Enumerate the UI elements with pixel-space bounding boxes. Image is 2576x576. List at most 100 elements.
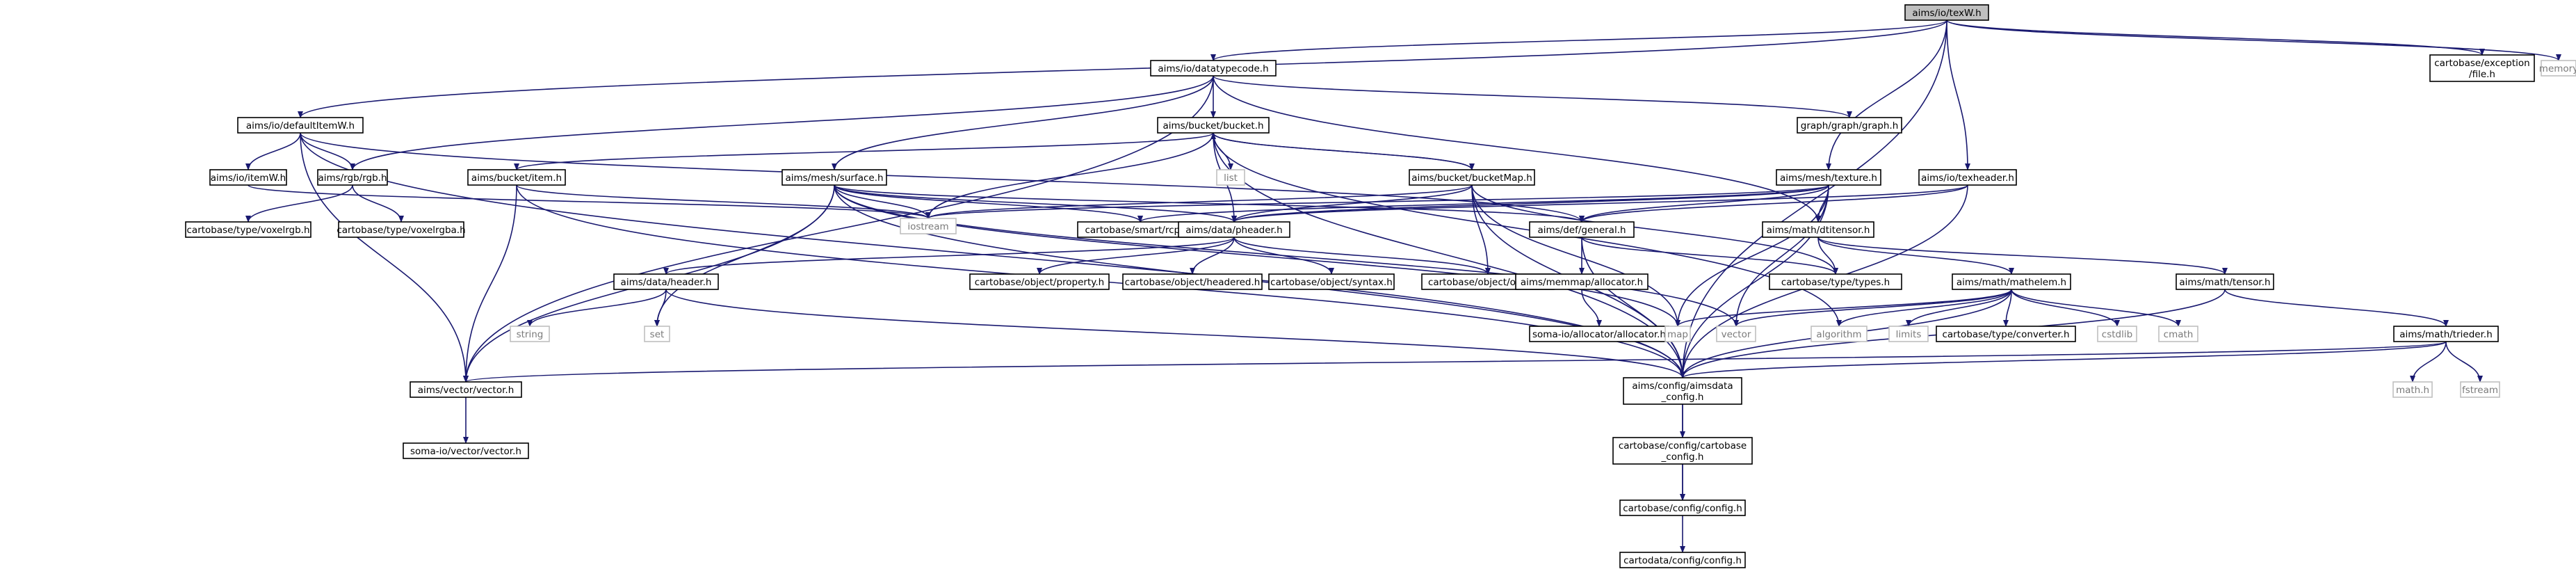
edge-surface-to-general (834, 184, 1585, 223)
node-box (1619, 552, 1746, 568)
edge-texture-to-general (1579, 184, 1829, 223)
node-string: string (510, 326, 550, 342)
node-cmath: cmath (2158, 326, 2198, 342)
node-box (209, 169, 287, 186)
edge-surface-to-set (654, 184, 835, 327)
node-rgb[interactable]: aims/rgb/rgb.h (317, 169, 388, 186)
node-label: graph/graph/graph.h (1801, 120, 1899, 131)
node-dtitensor[interactable]: aims/math/dtitensor.h (1762, 221, 1874, 238)
edge-datatypecode-to-surface (832, 75, 1214, 170)
edge-texW-to-aimsdata_config (1680, 19, 1947, 378)
edge-trieder-to-fstream (2445, 341, 2483, 383)
node-defaultItemW[interactable]: aims/io/defaultItemW.h (237, 117, 364, 134)
edge-mathelem-to-map (1675, 289, 2012, 327)
edge-item-to-aimsvector (463, 184, 517, 383)
node-cartodata_config[interactable]: cartodata/config/config.h (1619, 552, 1746, 568)
node-vector: vector (1716, 326, 1756, 342)
node-headered[interactable]: cartobase/object/headered.h (1122, 273, 1263, 290)
node-mathelem[interactable]: aims/math/mathelem.h (1952, 273, 2071, 290)
node-fileexc[interactable]: cartobase/exception/file.h (2429, 54, 2535, 82)
node-somaalloc[interactable]: soma-io/allocator/allocator.h (1529, 326, 1669, 342)
node-box (1918, 169, 2017, 186)
node-box (1952, 273, 2071, 290)
node-box (1612, 437, 1753, 465)
node-item[interactable]: aims/bucket/item.h (467, 169, 566, 186)
node-texheader[interactable]: aims/io/texheader.h (1918, 169, 2017, 186)
node-label: cartobase/config/config.h (1623, 503, 1742, 514)
node-general[interactable]: aims/def/general.h (1529, 221, 1635, 238)
node-box (1529, 221, 1635, 238)
node-cstdlib: cstdlib (2097, 326, 2137, 342)
node-box (338, 221, 464, 238)
node-box (2097, 326, 2137, 342)
node-converter[interactable]: cartobase/type/converter.h (1936, 326, 2076, 342)
node-box (317, 169, 388, 186)
edge-bucketMap-to-bucket (1210, 132, 1473, 170)
node-box (1762, 221, 1874, 238)
node-pheader[interactable]: aims/data/pheader.h (1178, 221, 1290, 238)
node-label: cartobase/object/syntax.h (1270, 277, 1393, 288)
node-label: aims/math/mathelem.h (1957, 277, 2066, 288)
edge-surface-to-iostream (834, 184, 931, 219)
node-label: /file.h (2469, 69, 2495, 80)
node-trieder[interactable]: aims/math/trieder.h (2393, 326, 2499, 342)
node-texW[interactable]: aims/io/texW.h (1904, 4, 1989, 21)
node-voxelrgb[interactable]: cartobase/type/voxelrgb.h (185, 221, 311, 238)
node-label: fstream (2462, 385, 2498, 396)
node-bucketMap[interactable]: aims/bucket/bucketMap.h (1409, 169, 1535, 186)
edge-datatypecode-to-aimsvector (463, 75, 1214, 383)
node-rcptr[interactable]: cartobase/smart/rcptr.h (1077, 221, 1204, 238)
node-texture[interactable]: aims/mesh/texture.h (1776, 169, 1881, 186)
node-somavector[interactable]: soma-io/vector/vector.h (403, 442, 529, 459)
edge-datatypecode-to-rgb (350, 75, 1214, 170)
node-box (2460, 381, 2500, 398)
node-label: cartobase/object/property.h (975, 277, 1104, 288)
node-property[interactable]: cartobase/object/property.h (969, 273, 1110, 290)
node-header[interactable]: aims/data/header.h (613, 273, 719, 290)
node-label: aims/memmap/allocator.h (1521, 277, 1643, 288)
edge-tensor-to-trieder (2224, 289, 2449, 327)
node-box (2392, 381, 2433, 398)
edge-general-to-types (1581, 237, 1838, 275)
edge-texW-to-fileexc (1946, 19, 2485, 56)
node-list: list (1216, 169, 1245, 186)
node-syntax[interactable]: cartobase/object/syntax.h (1268, 273, 1395, 290)
edge-texW-to-memory (1946, 19, 2561, 61)
node-label: map (1667, 329, 1688, 340)
edge-bucketMap-to-object (1471, 184, 1491, 275)
node-aimsvector[interactable]: aims/vector/vector.h (410, 381, 522, 398)
node-graph[interactable]: graph/graph/graph.h (1797, 117, 1902, 134)
node-box (1150, 60, 1277, 77)
node-surface[interactable]: aims/mesh/surface.h (781, 169, 887, 186)
node-label: vector (1722, 329, 1751, 340)
node-datatypecode[interactable]: aims/io/datatypecode.h (1150, 60, 1277, 77)
node-label: limits (1896, 329, 1922, 340)
node-types[interactable]: cartobase/type/types.h (1769, 273, 1902, 290)
node-label: aims/data/pheader.h (1185, 225, 1282, 236)
edge-mathelem-to-cstdlib (2011, 289, 2120, 327)
node-voxelrgba[interactable]: cartobase/type/voxelrgba.h (337, 221, 466, 238)
node-itemW[interactable]: aims/io/itemW.h (209, 169, 287, 186)
node-label: cmath (2164, 329, 2194, 340)
node-config[interactable]: cartobase/config/config.h (1619, 499, 1746, 516)
node-box (467, 169, 566, 186)
edge-allocator-to-somaalloc (1581, 289, 1602, 327)
node-label: soma-io/vector/vector.h (410, 446, 521, 457)
edge-trieder-to-aimsvector (463, 341, 2447, 383)
edge-mathelem-to-cmath (2011, 289, 2181, 327)
node-tensor[interactable]: aims/math/tensor.h (2176, 273, 2274, 290)
node-label: aims/io/texheader.h (1921, 173, 2014, 184)
node-box (1178, 221, 1290, 238)
node-cartobase_config[interactable]: cartobase/config/cartobase_config.h (1612, 437, 1753, 465)
node-allocator[interactable]: aims/memmap/allocator.h (1515, 273, 1649, 290)
edge-bucket-to-item (514, 132, 1214, 170)
edge-rgb-to-voxelrgba (352, 184, 404, 223)
node-label: cstdlib (2102, 329, 2132, 340)
node-label: aims/io/itemW.h (211, 173, 286, 184)
node-label: algorithm (1816, 329, 1861, 340)
node-aimsdata_config[interactable]: aims/config/aimsdata_config.h (1623, 377, 1742, 405)
node-bucket[interactable]: aims/bucket/bucket.h (1157, 117, 1270, 134)
edge-texheader-to-pheader (1231, 184, 1968, 223)
edge-bucketMap-to-pheader (1231, 184, 1473, 223)
edge-mathelem-to-vector (1733, 289, 2012, 327)
